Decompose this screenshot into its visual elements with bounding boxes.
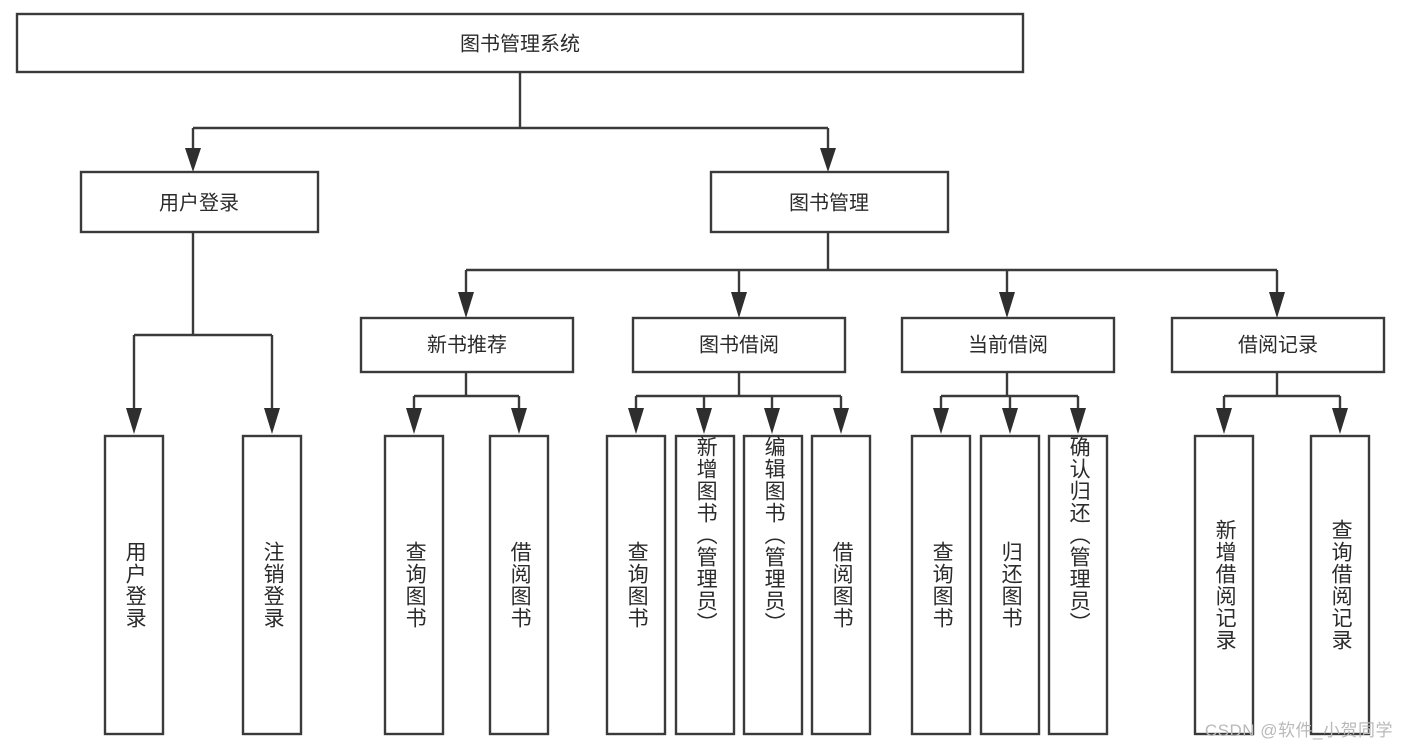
arrow-bookmgmt-child-2 bbox=[999, 292, 1015, 318]
node-new-book-recommend[interactable]: 新书推荐 bbox=[359, 316, 575, 374]
leaf-box-new-book-0[interactable] bbox=[383, 434, 445, 736]
node-current-borrow-box[interactable] bbox=[900, 316, 1116, 374]
node-book-borrow-label: 图书借阅 bbox=[699, 333, 779, 356]
leaf-box-user-login-0[interactable] bbox=[103, 434, 165, 736]
arrow-userlogin-leaf-1 bbox=[264, 408, 280, 434]
leaf-box-user-login-1[interactable] bbox=[241, 434, 303, 736]
leaf-box-current-borrow-0[interactable] bbox=[910, 434, 972, 736]
leaf-box-current-borrow-1[interactable] bbox=[979, 434, 1041, 736]
node-book-management-label: 图书管理 bbox=[789, 191, 869, 214]
arrow-newbook-leaf-0 bbox=[406, 408, 422, 434]
arrow-currentborrow-leaf-2 bbox=[1070, 408, 1086, 434]
node-root-label: 图书管理系统 bbox=[460, 32, 580, 55]
arrow-userlogin-leaf-0 bbox=[126, 408, 142, 434]
leaf-box-borrow-record-0[interactable] bbox=[1193, 434, 1255, 736]
arrow-bookmgmt-child-1 bbox=[731, 292, 747, 318]
leaf-box-book-borrow-0[interactable] bbox=[605, 434, 667, 736]
leaf-boxes-layer bbox=[103, 434, 1371, 736]
node-root-box[interactable] bbox=[15, 12, 1025, 74]
arrow-bookborrow-leaf-1 bbox=[696, 408, 712, 434]
node-user-login-box[interactable] bbox=[79, 170, 320, 234]
connectors-layer bbox=[126, 72, 1348, 434]
node-borrow-record[interactable]: 借阅记录 bbox=[1170, 316, 1386, 374]
arrow-borrowrecord-leaf-0 bbox=[1216, 408, 1232, 434]
node-new-book-recommend-box[interactable] bbox=[359, 316, 575, 374]
node-root[interactable]: 图书管理系统 bbox=[15, 12, 1025, 74]
watermark: CSDN @软件_小贺同学 bbox=[1204, 721, 1393, 740]
node-new-book-recommend-label: 新书推荐 bbox=[427, 333, 507, 356]
node-book-management[interactable]: 图书管理 bbox=[709, 170, 950, 234]
arrow-bookborrow-leaf-3 bbox=[833, 408, 849, 434]
leaf-box-book-borrow-1[interactable] bbox=[674, 434, 736, 736]
arrow-root-to-userlogin bbox=[185, 148, 201, 172]
leaf-box-new-book-1[interactable] bbox=[488, 434, 550, 736]
node-book-borrow-box[interactable] bbox=[631, 316, 847, 374]
node-current-borrow-label: 当前借阅 bbox=[968, 333, 1048, 356]
arrow-root-to-bookmgmt bbox=[820, 148, 836, 172]
arrow-bookborrow-leaf-2 bbox=[764, 408, 780, 434]
leaf-box-borrow-record-1[interactable] bbox=[1309, 434, 1371, 736]
node-book-borrow[interactable]: 图书借阅 bbox=[631, 316, 847, 374]
arrow-borrowrecord-leaf-1 bbox=[1332, 408, 1348, 434]
node-borrow-record-box[interactable] bbox=[1170, 316, 1386, 374]
arrow-bookmgmt-child-0 bbox=[458, 292, 474, 318]
arrow-bookborrow-leaf-0 bbox=[628, 408, 644, 434]
node-user-login[interactable]: 用户登录 bbox=[79, 170, 320, 234]
node-book-management-box[interactable] bbox=[709, 170, 950, 234]
node-borrow-record-label: 借阅记录 bbox=[1238, 333, 1318, 356]
node-user-login-label: 用户登录 bbox=[159, 191, 239, 214]
arrow-newbook-leaf-1 bbox=[511, 408, 527, 434]
leaf-box-current-borrow-2[interactable] bbox=[1047, 434, 1109, 736]
node-current-borrow[interactable]: 当前借阅 bbox=[900, 316, 1116, 374]
arrow-bookmgmt-child-3 bbox=[1269, 292, 1285, 318]
leaf-box-book-borrow-3[interactable] bbox=[810, 434, 872, 736]
leaf-box-book-borrow-2[interactable] bbox=[742, 434, 804, 736]
arrow-currentborrow-leaf-0 bbox=[933, 408, 949, 434]
arrow-currentborrow-leaf-1 bbox=[1002, 408, 1018, 434]
